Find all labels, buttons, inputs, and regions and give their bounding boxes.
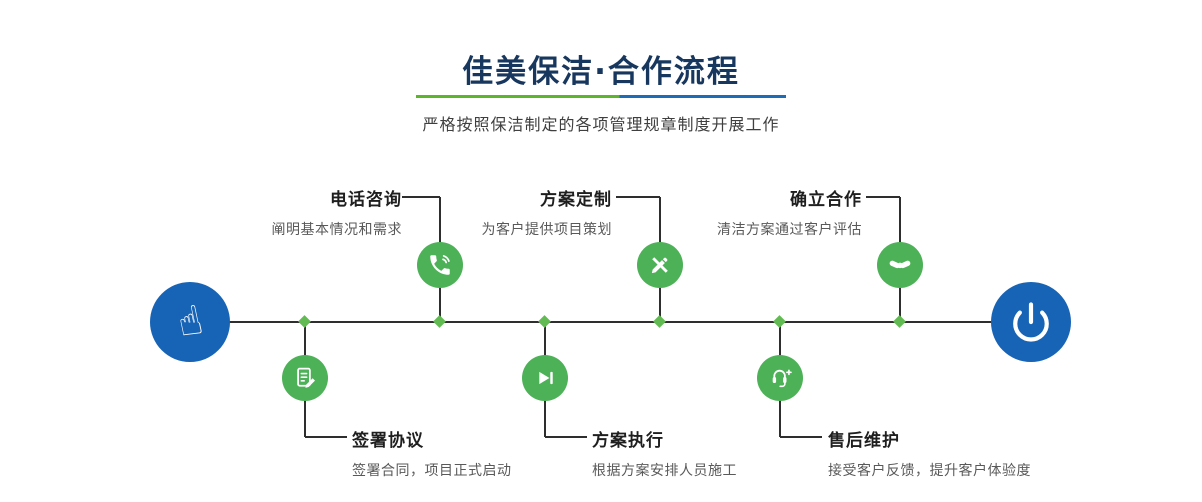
timeline (190, 321, 1031, 323)
step-after-sales: 售后维护 接受客户反馈，提升客户体验度 (828, 426, 1031, 480)
step-title: 售后维护 (828, 431, 900, 451)
step-desc: 根据方案安排人员施工 (592, 463, 737, 479)
step-desc: 签署合同，项目正式启动 (352, 463, 512, 479)
timeline-node-diamond (298, 315, 311, 328)
step-establish-cooperation: 确立合作 清洁方案通过客户评估 (717, 185, 862, 239)
connector-line (866, 196, 900, 198)
step-node-contract (282, 355, 328, 401)
timeline-node-diamond (773, 315, 786, 328)
step-title: 签署协议 (352, 431, 424, 451)
step-node-design (637, 242, 683, 288)
power-icon (1010, 301, 1052, 343)
connector-line (545, 436, 587, 438)
flow-start-circle: ☝ (150, 282, 230, 362)
step-node-service (757, 355, 803, 401)
step-plan-customize: 方案定制 为客户提供项目策划 (482, 185, 613, 239)
step-plan-execute: 方案执行 根据方案安排人员施工 (592, 426, 737, 480)
step-title: 方案执行 (592, 431, 664, 451)
step-desc: 阐明基本情况和需求 (271, 222, 402, 238)
title-underline (416, 95, 786, 98)
step-node-execute (522, 355, 568, 401)
contract-icon (292, 365, 318, 391)
connector-line (780, 436, 822, 438)
step-phone-consult: 电话咨询 阐明基本情况和需求 (272, 185, 403, 239)
step-node-phone (417, 242, 463, 288)
phone-icon (427, 252, 453, 278)
handshake-icon (887, 252, 913, 278)
pointing-hand-icon: ☝ (173, 296, 207, 348)
step-desc: 接受客户反馈，提升客户体验度 (828, 463, 1031, 479)
timeline-node-diamond (893, 315, 906, 328)
step-title: 方案定制 (540, 190, 612, 210)
step-desc: 清洁方案通过客户评估 (717, 222, 862, 238)
flow-end-circle (991, 282, 1071, 362)
timeline-node-diamond (433, 315, 446, 328)
page-subtitle: 严格按照保洁制定的各项管理规章制度开展工作 (422, 115, 780, 134)
connector-line (402, 196, 440, 198)
timeline-node-diamond (653, 315, 666, 328)
step-sign-agreement: 签署协议 签署合同，项目正式启动 (352, 426, 512, 480)
design-tools-icon (647, 252, 673, 278)
connector-line (305, 436, 347, 438)
step-node-handshake (877, 242, 923, 288)
step-desc: 为客户提供项目策划 (481, 222, 612, 238)
play-icon (532, 365, 558, 391)
page-title: 佳美保洁·合作流程 (462, 54, 740, 90)
timeline-node-diamond (538, 315, 551, 328)
step-title: 电话咨询 (330, 190, 402, 210)
headset-icon (767, 365, 793, 391)
step-title: 确立合作 (790, 190, 862, 210)
connector-line (616, 196, 660, 198)
